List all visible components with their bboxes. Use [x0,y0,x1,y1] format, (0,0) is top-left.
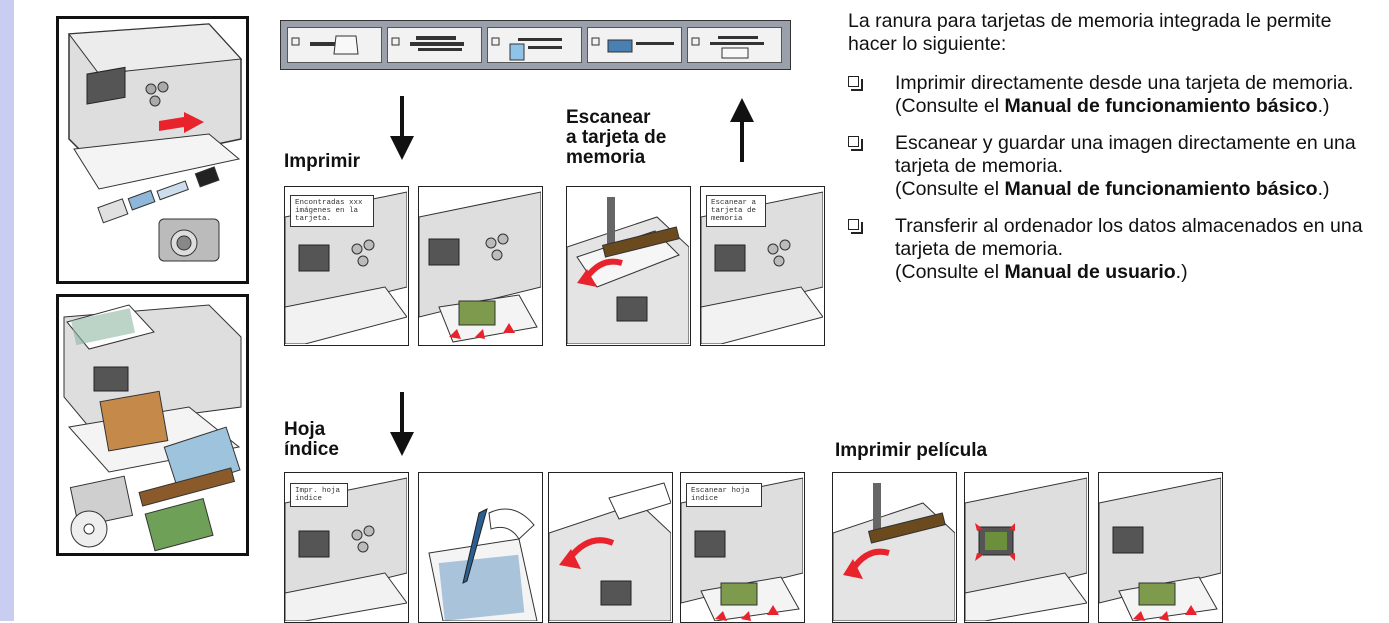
item-ref-prefix: (Consulte el [895,95,1005,117]
arrow-down-icon [390,96,414,160]
panel-print-output [418,186,543,346]
panel-film-print [1098,472,1223,623]
item-ref-manual: Manual de funcionamiento básico [1004,178,1318,200]
item-text: Escanear y guardar una imagen directamen… [895,132,1356,177]
printouts-illustration [56,294,249,556]
panel-mark-index [418,472,543,623]
memory-card-slot-strip [280,20,791,70]
left-margin-band [0,0,14,621]
item-ref-suffix: .) [1317,178,1330,200]
description-text: La ranura para tarjetas de memoria integ… [848,10,1383,298]
panel-film-select [964,472,1089,623]
item-ref-prefix: (Consulte el [895,261,1005,283]
intro-paragraph: La ranura para tarjetas de memoria integ… [848,10,1332,55]
item-ref-manual: Manual de usuario [1004,261,1176,283]
printer-card-illustration [56,16,249,284]
item-text: Transferir al ordenador los datos almace… [895,215,1363,260]
callout-scan-index: Escanear hoja índice [686,483,762,507]
slot-3 [487,27,582,63]
label-print: Imprimir [284,151,361,172]
list-item: Imprimir directamente desde una tarjeta … [848,72,1383,118]
panel-film-glass [832,472,957,623]
callout-scan-to-card: Escanear a tarjeta de memoria [706,195,766,227]
label-scan-to-card: Escanear a tarjeta de memoria [566,107,667,168]
slot-1 [287,27,382,63]
item-ref-manual: Manual de funcionamiento básico [1004,95,1318,117]
checkbox-icon [848,219,863,234]
item-text: Imprimir directamente desde una tarjeta … [895,72,1354,94]
panel-scan-index-sheet: Escanear hoja índice [680,472,805,623]
label-print-film: Imprimir película [835,440,988,461]
checkbox-icon [848,76,863,91]
slot-5 [687,27,782,63]
panel-scan-to-card: Escanear a tarjeta de memoria [700,186,825,346]
arrow-down-icon [390,392,414,456]
item-ref-suffix: .) [1317,95,1330,117]
arrow-up-icon [730,98,754,162]
panel-print-index: Impr. hoja índice [284,472,409,623]
list-item: Escanear y guardar una imagen directamen… [848,132,1383,201]
item-ref-prefix: (Consulte el [895,178,1005,200]
checkbox-icon [848,136,863,151]
slot-4 [587,27,682,63]
slot-2 [387,27,482,63]
panel-scan-index [548,472,673,623]
callout-found-images: Encontradas xxx imágenes en la tarjeta. [290,195,374,227]
label-index-sheet: Hoja índice [284,419,339,460]
panel-scan-glass [566,186,691,346]
callout-print-index: Impr. hoja índice [290,483,348,507]
item-ref-suffix: .) [1175,261,1188,283]
list-item: Transferir al ordenador los datos almace… [848,215,1383,284]
panel-print-found-images: Encontradas xxx imágenes en la tarjeta. [284,186,409,346]
